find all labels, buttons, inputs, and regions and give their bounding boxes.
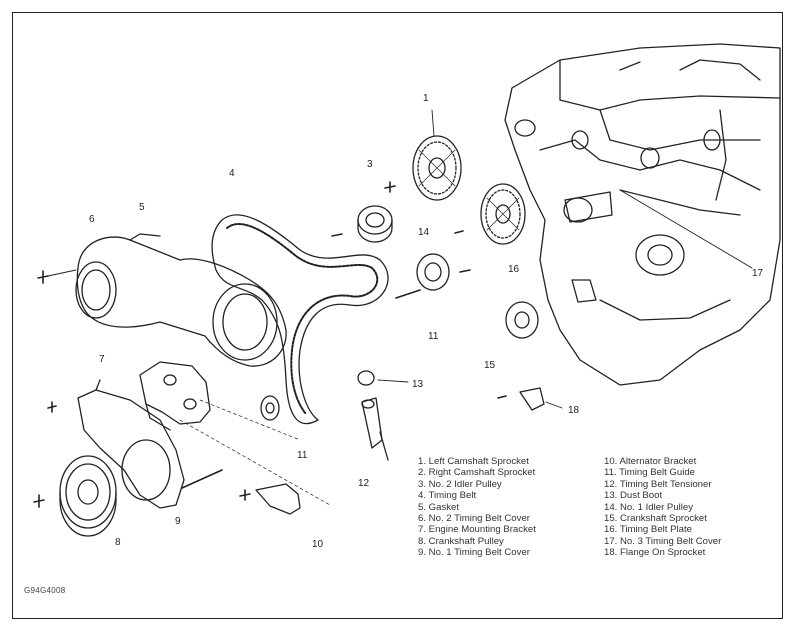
callout-11: 11 (428, 331, 439, 342)
engine-block (504, 43, 781, 386)
legend-item: 16. Timing Belt Plate (604, 524, 692, 536)
timing-belt-tensioner (361, 397, 389, 461)
legend-item: 4. Timing Belt (418, 490, 477, 502)
legend-column-left: 1. Left Camshaft Sprocket 2. Right Camsh… (418, 456, 536, 559)
legend-item: 13. Dust Boot (604, 490, 663, 502)
dust-boot (357, 370, 375, 386)
callout-6: 6 (89, 214, 95, 225)
legend-item: 5. Gasket (418, 501, 460, 513)
callout-8: 8 (115, 537, 121, 548)
no2-timing-belt-cover (75, 233, 287, 367)
flange-on-sprocket (519, 387, 545, 411)
callout-numbers: 1 7 4 3 6 5 8 9 10 11 11 12 13 14 16 15 … (89, 93, 764, 550)
engine-mounting-bracket (139, 361, 211, 431)
callout-16: 16 (508, 264, 520, 275)
crankshaft-sprocket (505, 301, 539, 339)
callout-13: 13 (412, 379, 424, 390)
callout-leader-17 (619, 189, 753, 269)
legend-column-right: 10. Alternator Bracket 11. Timing Belt G… (604, 456, 721, 559)
legend-item: 15. Crankshaft Sprocket (604, 512, 707, 524)
timing-belt (211, 214, 389, 425)
legend-item: 14. No. 1 Idler Pulley (604, 501, 694, 513)
legend-item: 8. Crankshaft Pulley (418, 535, 504, 547)
legend-item: 7. Engine Mounting Bracket (418, 524, 536, 536)
alignment-lines (179, 399, 331, 506)
alternator-bracket (239, 483, 301, 515)
callout-11-gasket: 11 (297, 450, 308, 461)
legend-item: 9. No. 1 Timing Belt Cover (418, 547, 530, 559)
callout-3: 3 (367, 159, 373, 170)
no1-timing-belt-cover (77, 379, 185, 509)
callout-15: 15 (484, 360, 496, 371)
callout-9: 9 (175, 516, 181, 527)
callout-10: 10 (312, 539, 324, 550)
figure-code: G94G4008 (24, 586, 66, 595)
figure-frame (12, 12, 783, 619)
right-camshaft-sprocket (480, 183, 526, 245)
crankshaft-pulley (59, 455, 117, 537)
parts-legend: 1. Left Camshaft Sprocket 2. Right Camsh… (418, 456, 778, 580)
timing-belt-guide (416, 253, 450, 291)
callout-4: 4 (229, 168, 235, 179)
legend-item: 2. Right Camshaft Sprocket (418, 467, 536, 479)
callout-5: 5 (139, 202, 145, 213)
legend-item: 6. No. 2 Timing Belt Cover (418, 512, 530, 524)
callout-12: 12 (358, 478, 370, 489)
legend-item: 10. Alternator Bracket (604, 456, 697, 467)
callout-18: 18 (568, 405, 580, 416)
callout-7-label: 7 (99, 354, 105, 365)
no2-idler-pulley (357, 205, 393, 243)
legend-item: 18. Flange On Sprocket (604, 547, 706, 559)
gasket (260, 395, 280, 421)
callout-14: 14 (418, 227, 430, 238)
legend-item: 11. Timing Belt Guide (604, 467, 696, 479)
callout-17: 17 (752, 268, 764, 279)
callout-1: 1 (423, 93, 429, 104)
legend-item: 1. Left Camshaft Sprocket (418, 456, 529, 467)
legend-item: 12. Timing Belt Tensioner (604, 478, 712, 490)
legend-item: 17. No. 3 Timing Belt Cover (604, 535, 722, 547)
left-camshaft-sprocket (412, 135, 462, 201)
legend-item: 3. No. 2 Idler Pulley (418, 478, 502, 490)
